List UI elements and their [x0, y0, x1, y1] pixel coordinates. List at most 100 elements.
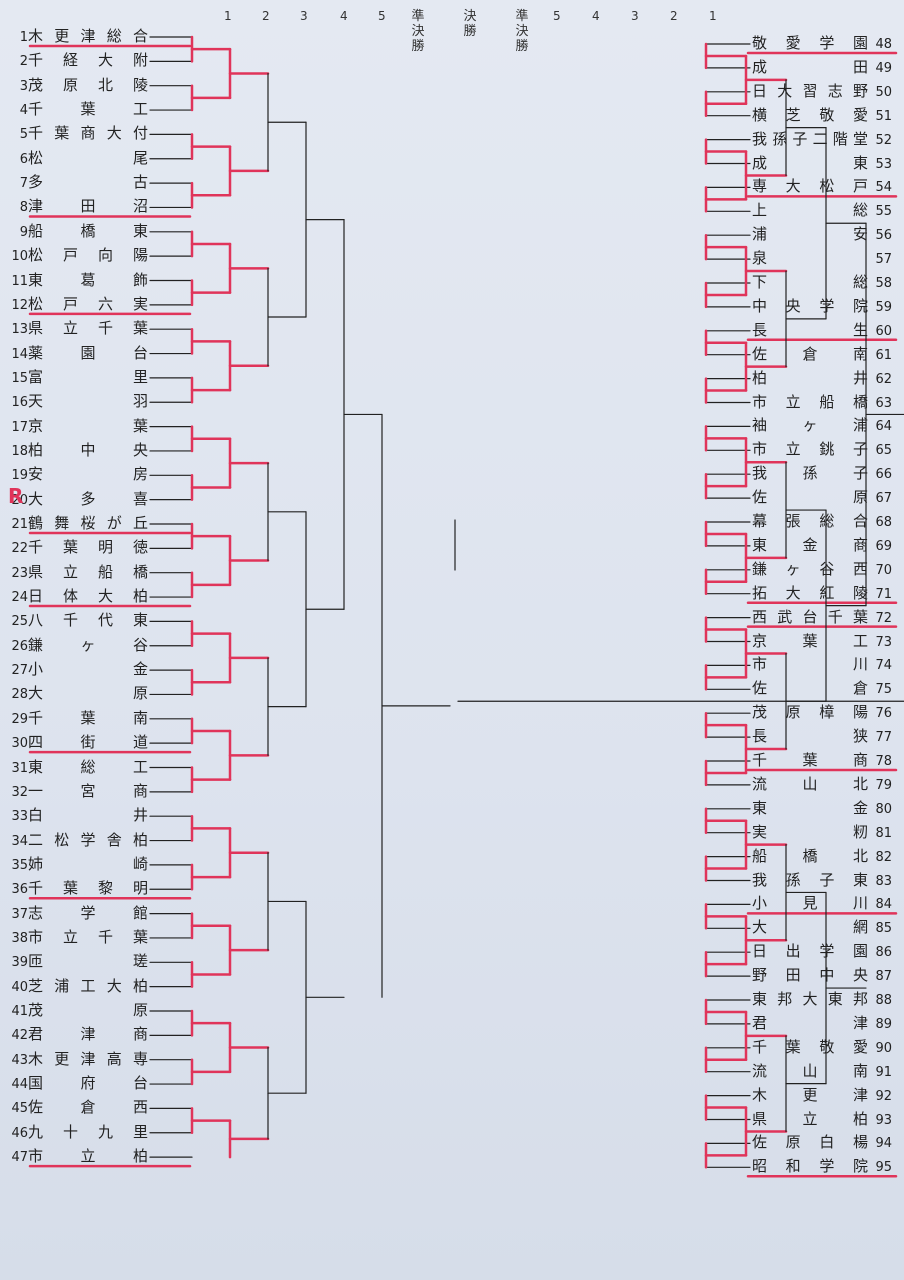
team-seed-number: 87 — [875, 969, 892, 985]
team-name: 船橋東 — [28, 221, 148, 240]
left-team-row: 14薬園台 — [4, 344, 148, 364]
team-seed-number: 3 — [19, 78, 28, 94]
team-seed-number: 76 — [875, 706, 892, 722]
team-name: 茂原 — [28, 1001, 148, 1019]
team-seed-number: 25 — [11, 614, 28, 630]
team-seed-number: 68 — [875, 515, 892, 530]
round-header-right-4: 4 — [592, 9, 600, 23]
team-seed-number: 51 — [875, 108, 892, 124]
team-name: 泉 — [752, 249, 768, 268]
left-team-row: 29千葉南 — [4, 709, 148, 729]
left-team-row: 5千葉商大付 — [4, 124, 148, 144]
team-seed-number: 93 — [875, 1112, 892, 1128]
team-seed-number: 37 — [11, 906, 28, 922]
left-team-row: 23県立船橋 — [4, 563, 148, 583]
team-name: 横芝敬愛 — [752, 105, 868, 124]
left-team-row: 34二松学舎柏 — [4, 831, 148, 851]
team-seed-number: 2 — [19, 54, 28, 70]
team-seed-number: 48 — [875, 37, 892, 52]
team-name: 日出学園 — [752, 942, 868, 961]
right-team-row: 幕張総合 68 — [752, 512, 892, 532]
team-seed-number: 86 — [875, 945, 892, 961]
team-seed-number: 13 — [11, 322, 28, 338]
team-name: 八千代東 — [28, 611, 148, 630]
round-header-left-2: 2 — [262, 9, 270, 23]
team-seed-number: 54 — [875, 180, 892, 196]
team-name: 千葉商大付 — [28, 124, 148, 143]
team-name: 佐原 — [752, 488, 868, 507]
team-name: 富里 — [28, 367, 148, 386]
team-name: 千葉黎明 — [28, 879, 148, 898]
team-name: 東葛飾 — [28, 270, 148, 289]
team-name: 大多喜 — [28, 489, 148, 508]
team-seed-number: 10 — [11, 249, 28, 265]
team-seed-number: 85 — [875, 921, 892, 937]
team-seed-number: 73 — [875, 634, 892, 650]
team-name: 東総工 — [28, 757, 148, 776]
team-seed-number: 94 — [875, 1136, 892, 1152]
team-name: 東邦大東邦 — [752, 990, 868, 1008]
team-name: 白井 — [28, 806, 148, 825]
team-seed-number: 40 — [11, 979, 28, 995]
team-seed-number: 62 — [875, 371, 892, 387]
left-team-row: 32一宮商 — [4, 782, 148, 802]
team-name: 多古 — [28, 173, 148, 192]
team-seed-number: 24 — [11, 590, 28, 606]
left-team-row: 21鶴舞桜が丘 — [4, 514, 148, 534]
team-name: 姉崎 — [28, 854, 148, 873]
team-seed-number: 67 — [875, 491, 892, 507]
team-name: 松尾 — [28, 148, 148, 167]
team-seed-number: 91 — [875, 1064, 892, 1080]
team-name: 上総 — [752, 201, 868, 220]
team-name: 長生 — [752, 320, 868, 339]
team-seed-number: 81 — [875, 825, 892, 841]
team-name: 敬愛学園 — [752, 34, 868, 52]
team-name: 鶴舞桜が丘 — [28, 514, 148, 532]
round-header-right-5: 5 — [553, 9, 561, 23]
team-seed-number: 18 — [11, 443, 28, 459]
left-team-row: 36千葉黎明 — [4, 879, 148, 899]
team-name: 木更津 — [752, 1085, 868, 1104]
left-team-row: 42君津商 — [4, 1025, 148, 1045]
team-name: 君津商 — [28, 1025, 148, 1044]
team-name: 昭和学院 — [752, 1157, 868, 1176]
right-team-row: 日出学園 86 — [752, 942, 892, 962]
team-seed-number: 71 — [875, 586, 892, 602]
team-name: 西武台千葉 — [752, 607, 868, 626]
team-seed-number: 75 — [875, 682, 892, 698]
team-name: 成東 — [752, 153, 868, 172]
team-name: 県立船橋 — [28, 562, 148, 581]
team-seed-number: 30 — [11, 736, 28, 752]
team-name: 千葉工 — [28, 100, 148, 119]
team-seed-number: 27 — [11, 663, 28, 679]
left-team-row: 33白井 — [4, 806, 148, 826]
team-name: 茂原北陵 — [28, 75, 148, 94]
team-seed-number: 74 — [875, 658, 892, 674]
team-name: 幕張総合 — [752, 512, 868, 530]
final-header: 決勝 — [463, 9, 477, 39]
team-name: 成田 — [752, 57, 868, 76]
left-team-row: 3茂原北陵 — [4, 76, 148, 96]
team-seed-number: 35 — [11, 857, 28, 873]
round-header-right-1: 1 — [709, 9, 717, 23]
team-seed-number: 39 — [11, 955, 28, 971]
team-name: 東金 — [752, 798, 868, 817]
team-name: 鎌ヶ谷西 — [752, 559, 868, 578]
team-seed-number: 44 — [11, 1077, 28, 1093]
left-team-row: 43木更津高専 — [4, 1050, 148, 1070]
left-team-row: 38市立千葉 — [4, 928, 148, 948]
team-seed-number: 28 — [11, 687, 28, 703]
